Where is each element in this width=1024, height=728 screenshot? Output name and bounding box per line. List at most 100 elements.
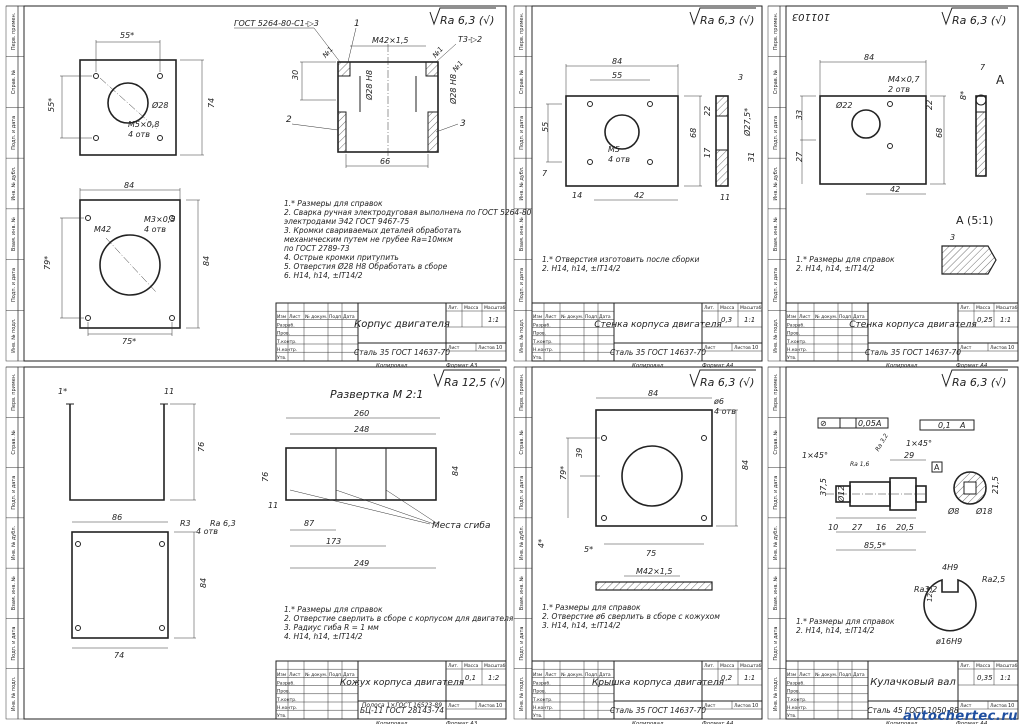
- tb-scale: 1:2: [488, 674, 500, 682]
- shaft-ch2: 1×45°: [906, 439, 932, 448]
- tb-title: Стенка корпуса двигателя: [594, 320, 722, 330]
- site-watermark[interactable]: avtochertec.ru: [903, 709, 1018, 724]
- tb-sheets-count: 10: [1008, 345, 1014, 351]
- housing-top-bore: [107, 82, 149, 124]
- shaft-l205: 20,5: [896, 523, 914, 532]
- tb-material: Сталь 35 ГОСТ 14637-70: [610, 348, 706, 357]
- sec-pos-3: 3: [460, 119, 466, 129]
- shaft-key-d: 12,5: [926, 586, 934, 602]
- dim-bottom-pitch-v: 79*: [43, 256, 52, 270]
- tb-header: Лист: [289, 314, 301, 320]
- tb-mass: 0,3: [721, 316, 732, 324]
- side-stamp-label: Подп. и дата: [11, 268, 17, 302]
- shaft-l855: 85,5*: [864, 541, 886, 550]
- tb-lit: Лит.: [448, 663, 458, 669]
- cover-dim-hole: ø6: [713, 397, 724, 406]
- tb-format: Формат A4: [956, 363, 988, 369]
- wall2-bore: [851, 109, 881, 139]
- wall2-detail-title: А (5:1): [956, 214, 993, 227]
- shaft-d215: 21,5: [991, 476, 1000, 494]
- casing-dim-1: 1*: [58, 387, 67, 396]
- casing-u-249: 249: [354, 559, 369, 568]
- tb-mass-h: Масса: [976, 305, 991, 311]
- tb-material: Сталь 35 ГОСТ 14637-70: [354, 348, 450, 357]
- dim-sec-thread: М42×1,5: [372, 36, 409, 45]
- tb-role: Пров.: [787, 689, 800, 695]
- wall-dim-pitch: 55: [612, 71, 622, 80]
- wall2-dim-right: 22: [925, 100, 934, 110]
- cover-dim-75: 75: [646, 549, 656, 558]
- wall-dim-screw: М5: [608, 145, 620, 154]
- casing-plan-view: [71, 531, 169, 639]
- notes-wall: 1.* Отверстия изготовить после сборки2. …: [542, 255, 699, 273]
- wall2-dim-hv: 33: [795, 110, 804, 120]
- tb-scale-h: Масштаб: [740, 663, 762, 669]
- note-line: 2. Сварка ручная электродуговая выполнен…: [284, 208, 532, 217]
- cover-dim-5: 5*: [584, 545, 593, 554]
- shaft-datum-a: А: [934, 463, 940, 472]
- side-stamp-label: Взам. инв. №: [11, 216, 17, 251]
- shaft-l27: 27: [852, 523, 863, 532]
- roughness-mark-housing: [429, 7, 496, 26]
- housing-bottom-bore: [99, 234, 161, 296]
- side-stamp-label: Подп. и дата: [519, 116, 525, 150]
- wall-dim-hv: 55: [541, 122, 550, 132]
- wall-dim-side-b: 11: [720, 193, 730, 202]
- tb-role: Т.контр.: [532, 697, 553, 703]
- side-stamp-label: Подп. и дата: [11, 116, 17, 150]
- tb-scale-h: Масштаб: [484, 663, 506, 669]
- side-stamp-label: Взам. инв. №: [773, 576, 779, 611]
- side-stamp-label: Инв. № подл.: [773, 676, 779, 711]
- tb-title: Кулачковый вал: [870, 677, 956, 688]
- shaft-d18: Ø18: [975, 506, 992, 516]
- dim-bottom-screw: М3×0,5: [144, 215, 175, 224]
- side-stamp-label: Инв. № подл.: [773, 318, 779, 353]
- side-stamp-label: Подп. и дата: [519, 476, 525, 510]
- side-stamp-label: Инв. № дубл.: [773, 166, 779, 201]
- side-stamp-label: Перв. примен.: [11, 373, 17, 411]
- casing-dim-76: 76: [197, 442, 206, 452]
- side-stamp-label: Подп. и дата: [773, 268, 779, 302]
- dim-sec-w: 66: [380, 157, 390, 166]
- dim-top-screw: М5×0,8: [128, 120, 159, 129]
- note-line: 2. Н14, h14, ±IT14/2: [542, 264, 621, 273]
- tb-copied: Копировал: [886, 363, 918, 369]
- note-line: 2. Отверстие сверлить в сборе с корпусом…: [284, 614, 514, 623]
- sheet-cover: Ra 6,3 (√) 84 ø6 4 отв 84 39 79* 75 5* 4…: [537, 369, 756, 630]
- tb-scale-h: Масштаб: [484, 305, 506, 311]
- side-stamp-label: Взам. инв. №: [519, 216, 525, 251]
- side-stamp-label: Взам. инв. №: [773, 216, 779, 251]
- side-stamp-label: Справ. №: [11, 69, 17, 94]
- wall2-dim-h: 68: [935, 128, 944, 138]
- tb-scale: 1:1: [1000, 674, 1011, 682]
- sheet-wall: Ra 6,3 (√) 84 55 68 55 М5 4 отв 42 14 7 …: [541, 7, 756, 273]
- tb-material: БЦ-11 ГОСТ 28143-74: [360, 706, 444, 715]
- shaft-l29: 29: [904, 451, 914, 460]
- side-stamp-label: Инв. № подл.: [519, 318, 525, 353]
- side-stamp-label: Инв. № подл.: [11, 676, 17, 711]
- tb-mass: 0,35: [977, 674, 993, 682]
- tb-role: Т.контр.: [276, 697, 297, 703]
- tb-scale-h: Масштаб: [996, 305, 1018, 311]
- wall-dim-left: 14: [572, 191, 582, 200]
- cover-dim-39: 39: [575, 448, 584, 458]
- tb-mass-h: Масса: [976, 663, 991, 669]
- dim-bottom-w: 84: [124, 181, 134, 190]
- tb-scale-h: Масштаб: [996, 663, 1018, 669]
- cover-dim-h: 84: [741, 460, 750, 470]
- tb-role: Н.контр.: [787, 347, 807, 353]
- casing-u-87: 87: [304, 519, 315, 528]
- casing-dim-11: 11: [164, 387, 174, 396]
- wall-dim-bot: 42: [634, 191, 644, 200]
- tb-header: Лист: [799, 314, 811, 320]
- side-stamp-label: Подп. и дата: [773, 627, 779, 661]
- tb-role: Разраб.: [787, 680, 805, 686]
- wall2-dim-w: 84: [864, 53, 874, 62]
- tb-lit: Лит.: [960, 305, 970, 311]
